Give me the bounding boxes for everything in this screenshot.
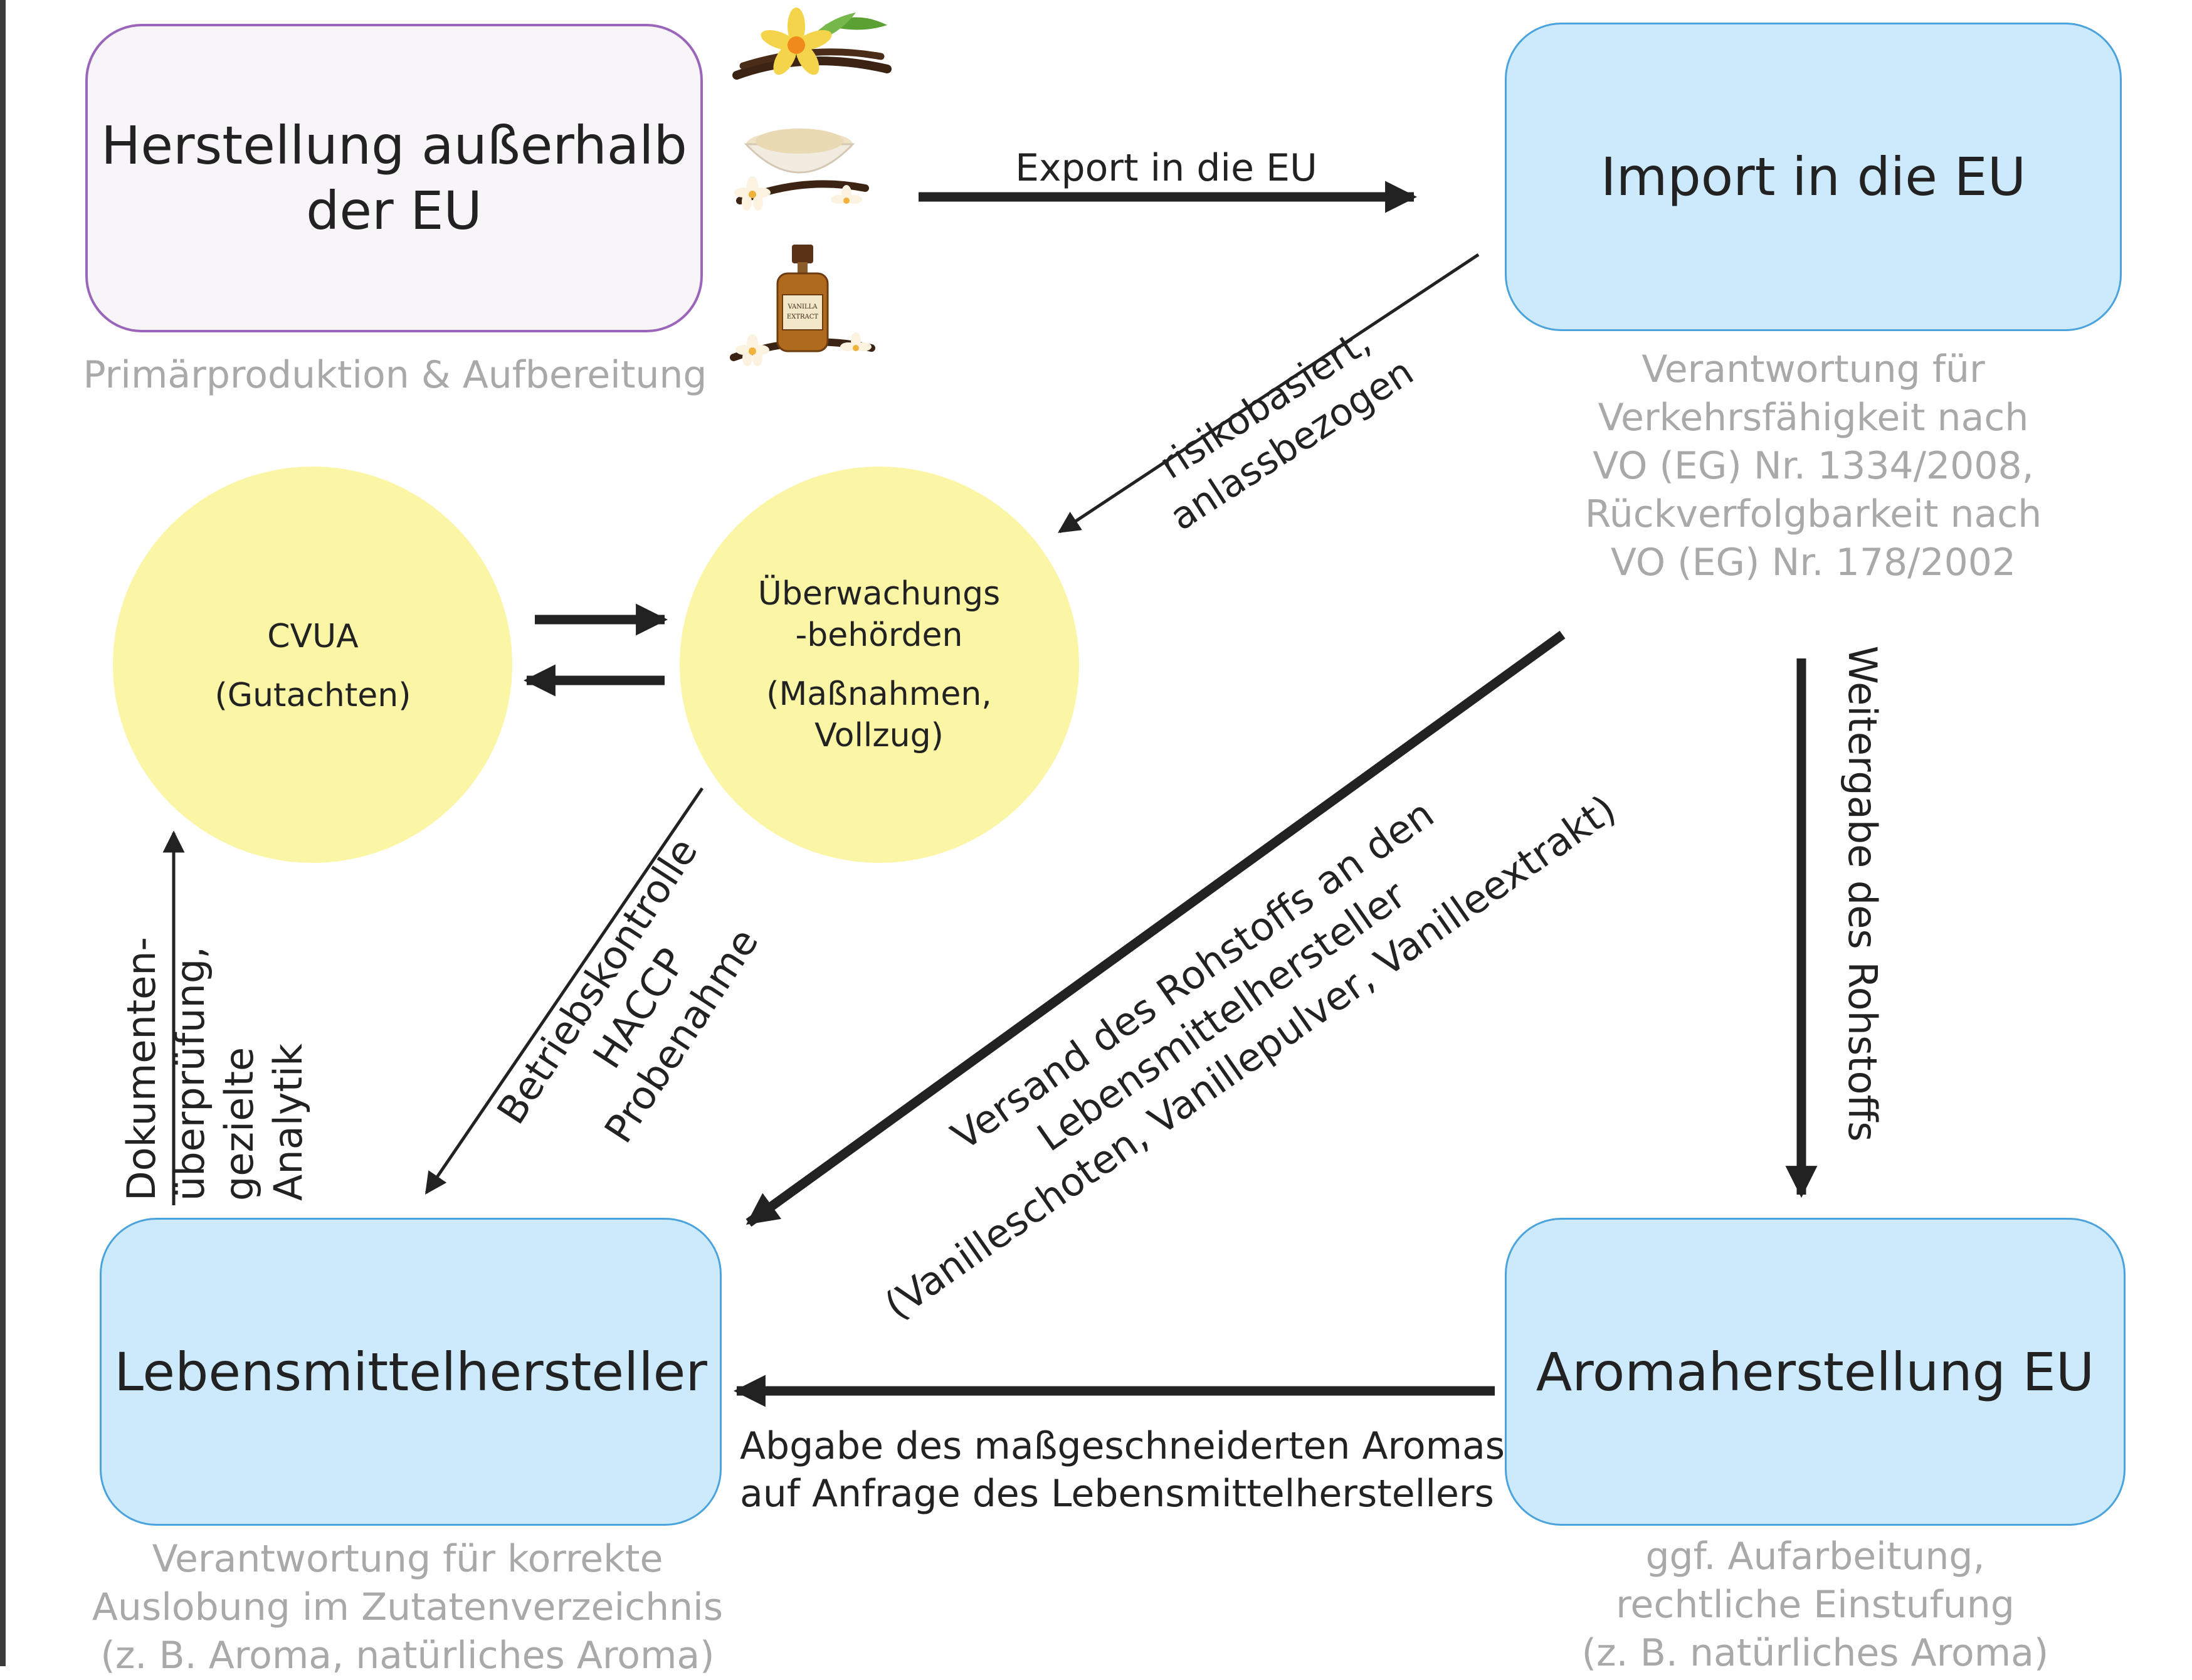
node-food-manufacturer: Lebensmittelhersteller <box>100 1218 722 1526</box>
node-aroma-eu-label: Aromaherstellung EU <box>1536 1341 2095 1403</box>
vanilla-powder-bowl-icon <box>734 129 869 211</box>
arrow-risk-based <box>1058 253 1480 534</box>
label-documents: Dokumenten- überprüfung, gezielte Analyt… <box>119 937 311 1201</box>
node-food-manufacturer-label: Lebensmittelhersteller <box>114 1341 707 1403</box>
node-aroma-eu: Aromaherstellung EU <box>1505 1218 2126 1526</box>
node-outside-eu-label: Herstellung außerhalb der EU <box>101 115 687 241</box>
bottle-label-text: VANILLA <box>788 304 818 310</box>
label-pass-on: Weitergabe des Rohstoffs <box>1840 645 1885 1142</box>
node-outside-eu: Herstellung außerhalb der EU <box>85 24 703 332</box>
node-import-eu: Import in die EU <box>1505 23 2122 331</box>
cvua-title: CVUA <box>267 618 359 655</box>
label-export: Export in die EU <box>1015 146 1317 190</box>
node-import-eu-label: Import in die EU <box>1600 146 2026 208</box>
note-import-eu: Verantwortung für Verkehrsfähigkeit nach… <box>1584 347 2042 584</box>
label-delivery: Abgabe des maßgeschneiderten Aromas auf … <box>740 1424 1505 1516</box>
circle-cvua <box>113 467 512 863</box>
authorities-title: Überwachungs -behörden <box>757 575 1001 654</box>
authorities-subtitle: (Maßnahmen, Vollzug) <box>766 675 992 754</box>
vanilla-flower-pods-icon <box>732 8 892 80</box>
cvua-subtitle: (Gutachten) <box>214 677 411 714</box>
note-outside-eu: Primärproduktion & Aufbereitung <box>83 353 707 397</box>
arrow-dispatch <box>746 630 1566 1227</box>
vanilla-extract-bottle-icon: VANILLA EXTRACT <box>730 245 875 366</box>
svg-text:EXTRACT: EXTRACT <box>787 314 818 320</box>
left-border-rule <box>0 0 6 1666</box>
arrow-inspection <box>424 787 704 1195</box>
circle-authorities <box>680 467 1079 863</box>
